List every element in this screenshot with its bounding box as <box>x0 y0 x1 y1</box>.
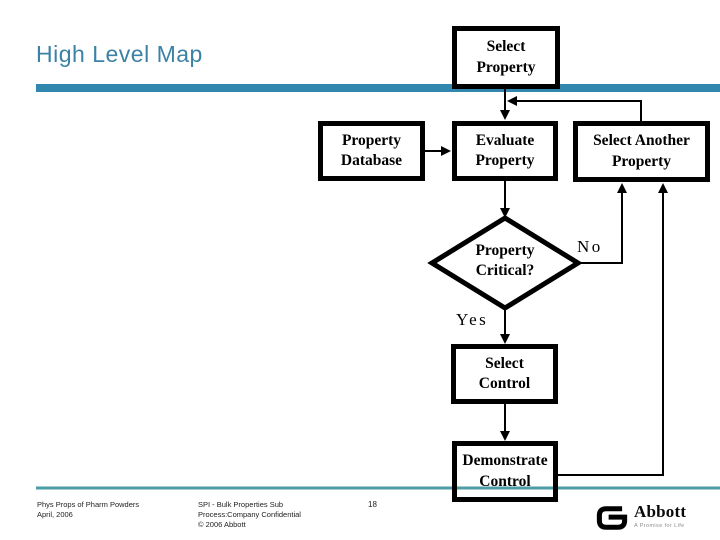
node-demonstrate-control: Demonstrate Control <box>452 441 558 502</box>
slide-title: High Level Map <box>36 41 203 67</box>
node-select-control: Select Control <box>451 344 558 404</box>
node-select-property: Select Property <box>452 26 560 89</box>
node-demonstrate-control-label: Demonstrate Control <box>462 452 548 490</box>
abbott-logo: Abbott A Promise for Life <box>596 503 686 531</box>
footer-left-text: Phys Props of Pharm Powders April, 2006 <box>37 500 140 519</box>
node-select-property-label: Select Property <box>476 38 536 76</box>
node-evaluate-property-label: Evaluate Property <box>475 131 535 169</box>
node-property-database: Property Database <box>318 121 425 181</box>
node-select-another-property: Select Another Property <box>573 121 710 182</box>
footer-center-text: SPI - Bulk Properties Sub Process:Compan… <box>198 500 301 529</box>
abbott-a-icon <box>596 506 628 530</box>
branch-label-no: No <box>577 237 603 256</box>
abbott-tagline: A Promise for Life <box>634 523 685 529</box>
abbott-text-block: Abbott A Promise for Life <box>634 503 686 529</box>
node-property-database-label: Property Database <box>340 131 403 169</box>
node-evaluate-property: Evaluate Property <box>452 121 558 181</box>
title-accent-bar <box>36 84 720 92</box>
abbott-wordmark: Abbott <box>634 502 687 521</box>
node-property-critical-label: Property Critical? <box>475 242 535 280</box>
branch-label-yes: Yes <box>456 310 489 329</box>
node-select-control-label: Select Control <box>478 354 531 392</box>
node-select-another-property-label: Select Another Property <box>593 132 690 170</box>
page-number: 18 <box>368 500 377 509</box>
